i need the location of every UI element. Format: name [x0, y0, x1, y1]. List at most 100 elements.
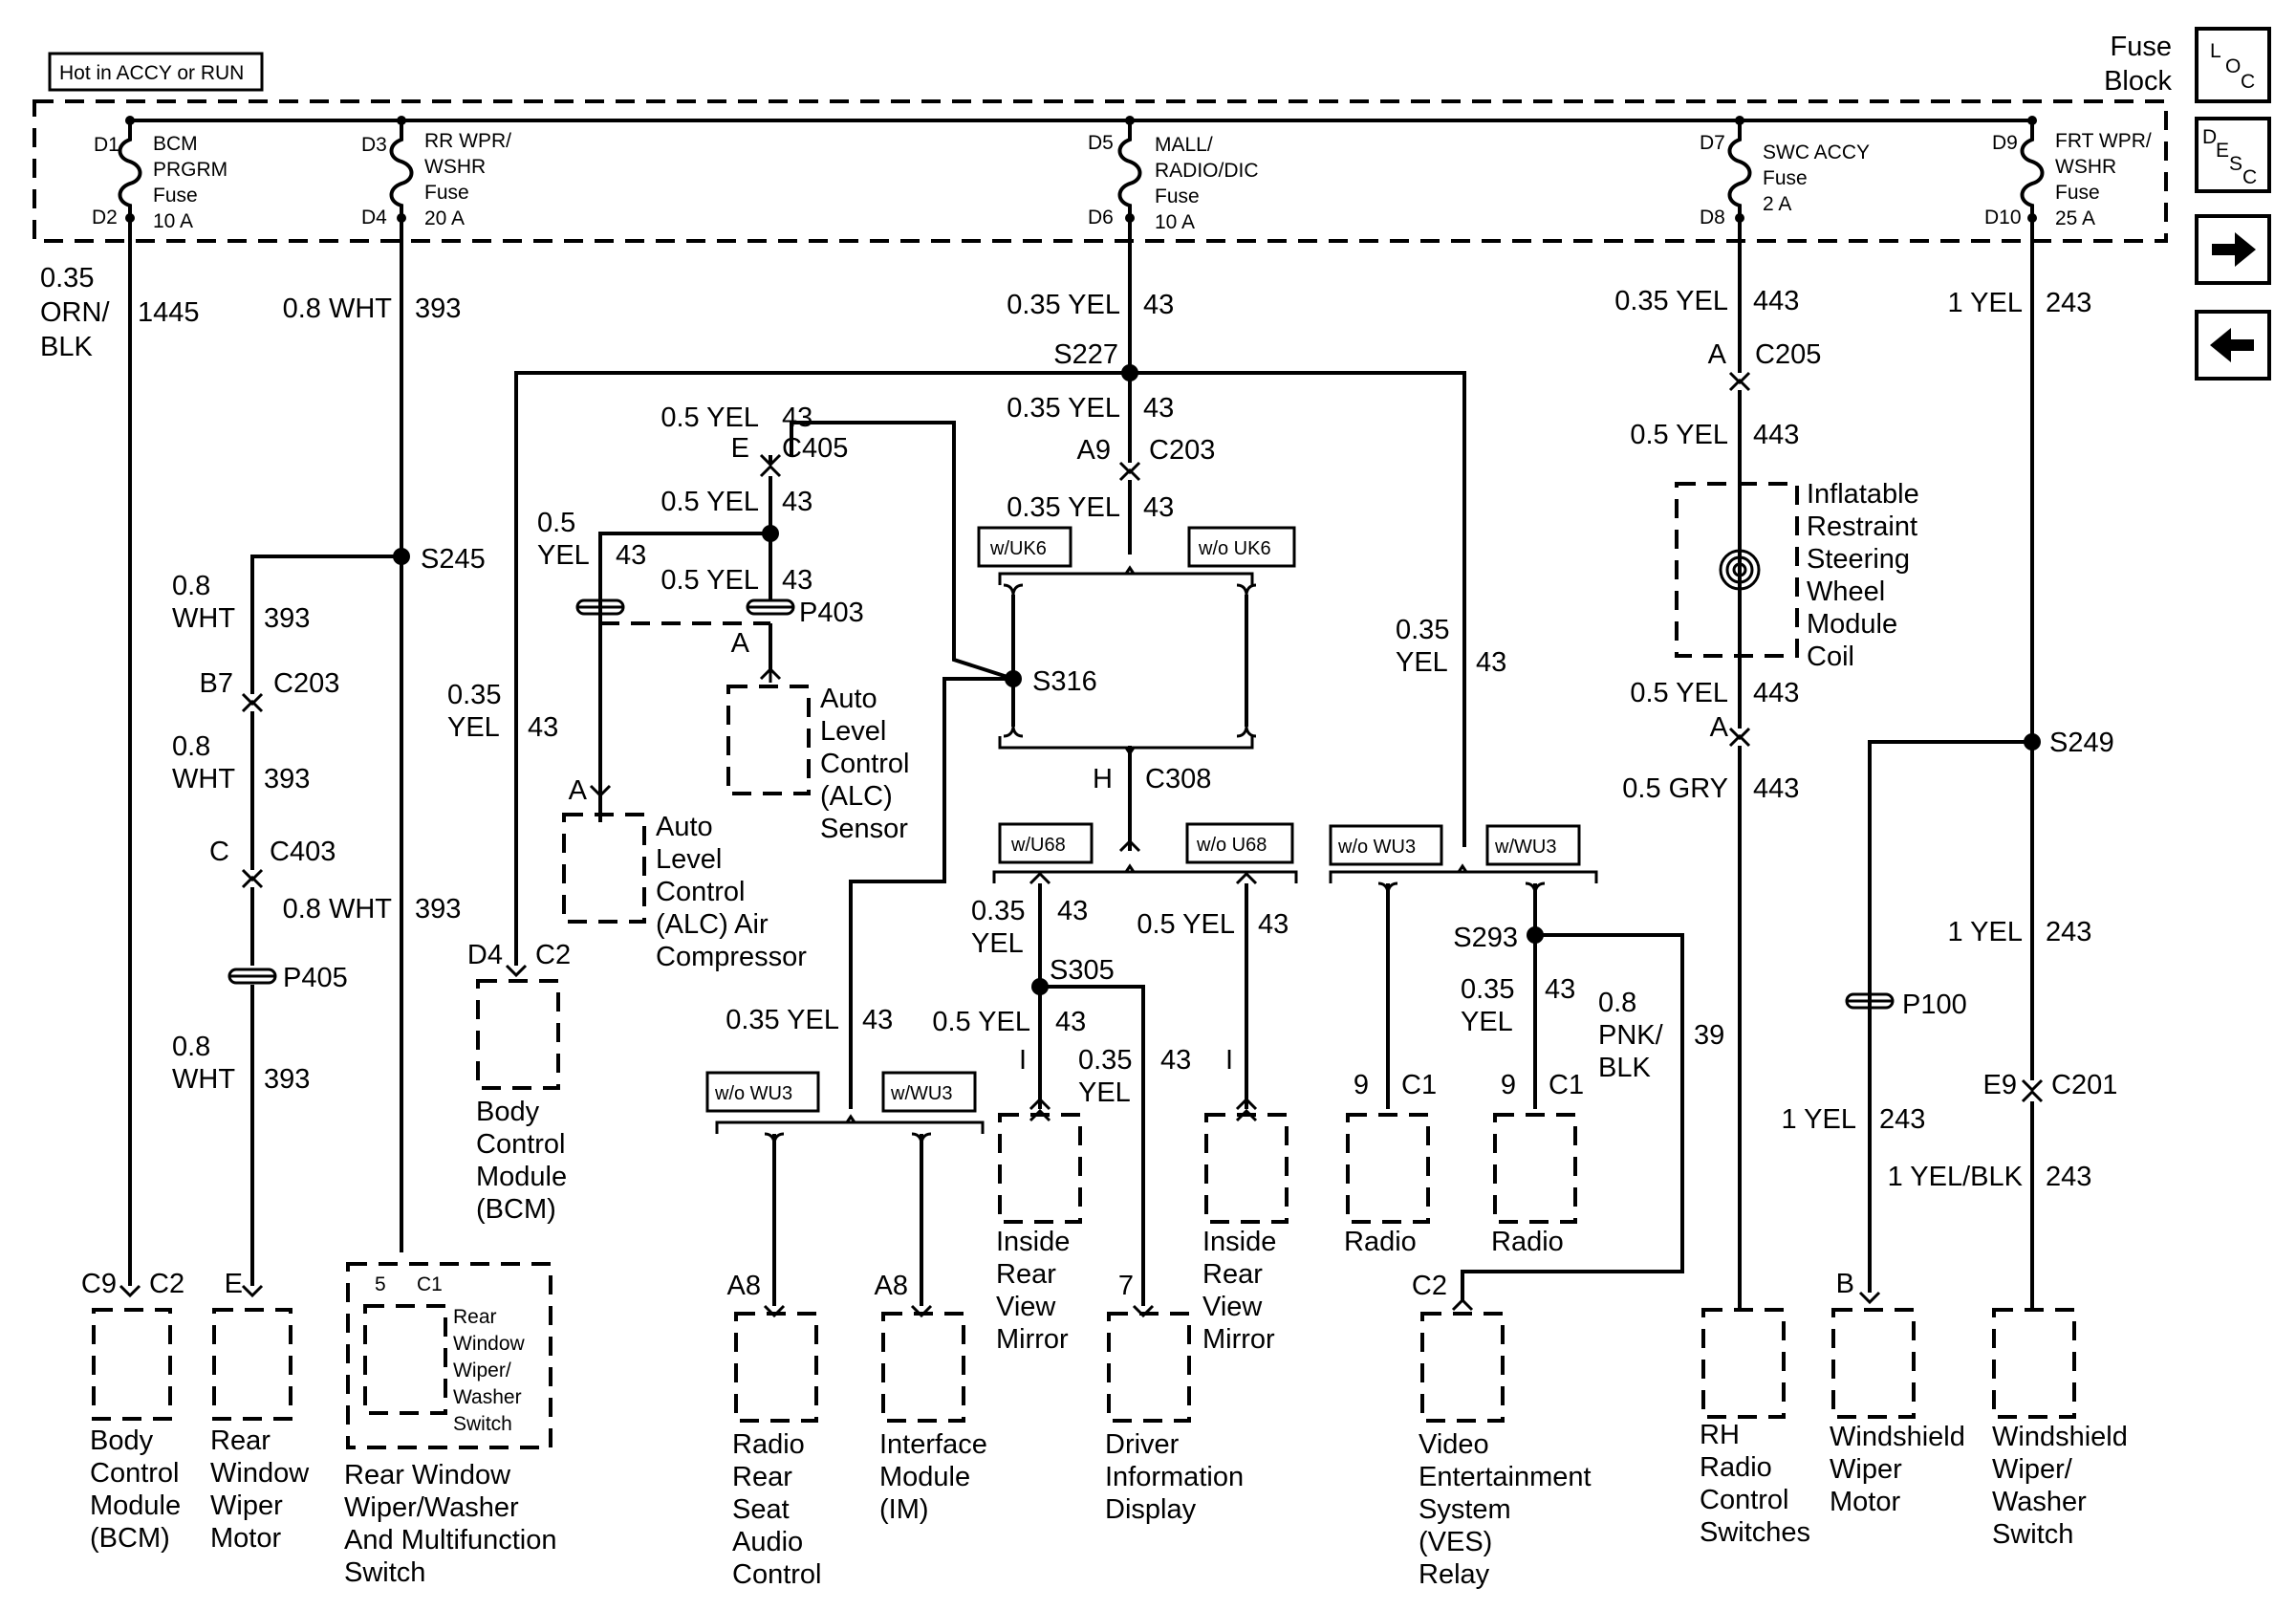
wire-label: BLK — [1598, 1053, 1651, 1083]
component-label: Switch — [344, 1557, 425, 1588]
fuse-label: MALL/ — [1155, 134, 1213, 156]
connector-label: P405 — [283, 963, 348, 993]
connector-label: C203 — [273, 668, 339, 699]
wire-label: 0.35 — [447, 680, 501, 710]
connector-label: C9 — [81, 1269, 117, 1299]
component-label: Radio — [1344, 1227, 1417, 1257]
wire-label: YEL — [1461, 1007, 1513, 1037]
wire-labels: 0.35 ORN/ BLK 1445 0.8 WHT 393 0.35 YEL … — [40, 263, 2091, 1192]
component-label: Window — [210, 1458, 310, 1489]
wire-label: 0.35 YEL — [1614, 286, 1728, 316]
component-label: Washer — [1992, 1487, 2087, 1517]
component-label: (IM) — [879, 1494, 929, 1525]
wire-label: 393 — [415, 294, 461, 324]
component-label: Control — [1700, 1485, 1789, 1515]
wire-label: WHT — [172, 1064, 235, 1095]
component-label: Motor — [1830, 1487, 1900, 1517]
wire-label: YEL — [1396, 647, 1448, 678]
component-label: Rear — [210, 1425, 271, 1456]
right-arrow-icon — [2212, 232, 2256, 267]
fuse-label: FRT WPR/ — [2055, 130, 2152, 152]
wire-label: 443 — [1753, 773, 1799, 804]
connector-label: A — [569, 775, 588, 806]
connector-label: E — [225, 1269, 243, 1299]
component-label: (BCM) — [90, 1523, 170, 1554]
component-label: Coil — [1807, 642, 1854, 672]
component-label: Body — [90, 1425, 154, 1456]
wire-label: 43 — [1057, 896, 1088, 926]
component-label: Module — [476, 1162, 567, 1192]
component-label: Windshield — [1992, 1422, 2128, 1452]
connector-label: C201 — [2051, 1070, 2117, 1100]
option-label: w/o UK6 — [1198, 538, 1271, 559]
component-label: View — [996, 1292, 1056, 1322]
component-label: Inside — [996, 1227, 1070, 1257]
connector-labels: S227 S245 S316 S305 S293 S249 E C405 A9 … — [81, 339, 2117, 1301]
hot-label: Hot in ACCY or RUN — [59, 62, 244, 84]
component-label: Control — [476, 1129, 566, 1160]
fuse-frt-wpr-wshr: D9 D10 FRT WPR/ WSHR Fuse 25 A — [1984, 116, 2152, 229]
connector-label: C403 — [270, 837, 336, 867]
connector-label: C2 — [1412, 1271, 1447, 1301]
wire-label: 1445 — [138, 297, 200, 328]
connector-label: E9 — [1983, 1070, 2017, 1100]
connector-label: 5 — [375, 1273, 386, 1295]
connector-label: I — [1019, 1045, 1027, 1076]
component-label: Switch — [1992, 1519, 2073, 1550]
next-page-button[interactable] — [2195, 214, 2271, 285]
wire-label: 43 — [1258, 909, 1289, 940]
component-label: Display — [1105, 1494, 1197, 1525]
wire-label: 443 — [1753, 420, 1799, 450]
fuse-label: 10 A — [1155, 211, 1195, 233]
component-label: Level — [656, 844, 722, 875]
prev-page-button[interactable] — [2195, 310, 2271, 381]
wire-label: 0.5 GRY — [1622, 773, 1728, 804]
fuse-label: Fuse — [153, 185, 198, 207]
component-label: Video — [1419, 1429, 1489, 1460]
wire-label: 0.8 WHT — [283, 894, 393, 925]
component-label: Control — [90, 1458, 180, 1489]
loc-button[interactable]: L O C — [2195, 27, 2271, 103]
wire-label: YEL — [447, 712, 500, 743]
wire-label: BLK — [40, 332, 93, 362]
wire-label: 243 — [1879, 1104, 1925, 1135]
component-label: Relay — [1419, 1559, 1490, 1590]
desc-button-letter-d: D — [2202, 126, 2217, 148]
component-label: Wheel — [1807, 577, 1885, 607]
component-label: Inside — [1202, 1227, 1276, 1257]
wire-label: 0.5 YEL — [1630, 678, 1728, 708]
wire-label: 0.35 YEL — [1007, 393, 1120, 424]
component-label: (VES) — [1419, 1527, 1492, 1557]
connector-label: A — [1710, 712, 1729, 743]
component-label: (BCM) — [476, 1194, 556, 1225]
left-arrow-icon — [2210, 328, 2254, 362]
wire-label: 43 — [782, 402, 812, 433]
connector-label: C405 — [782, 433, 848, 464]
wire-label: 443 — [1753, 678, 1799, 708]
wire-label: 0.5 YEL — [932, 1007, 1030, 1037]
connector-label: C1 — [417, 1273, 443, 1295]
desc-button[interactable]: D E S C — [2195, 117, 2271, 193]
splice-label: S305 — [1050, 955, 1115, 986]
component-label: Rear — [732, 1462, 792, 1492]
component-label: Inflatable — [1807, 479, 1919, 510]
wire-label: 393 — [264, 1064, 310, 1095]
connector-label: A — [731, 628, 750, 659]
desc-button-letter-s: S — [2229, 153, 2242, 175]
splice-label: S249 — [2049, 728, 2114, 758]
connector-label: I — [1225, 1045, 1233, 1076]
connector-label: 9 — [1501, 1070, 1516, 1100]
splice-label: S227 — [1053, 339, 1118, 370]
wire-label: 43 — [616, 540, 646, 571]
component-label: Compressor — [656, 942, 807, 972]
component-label: Rear — [996, 1259, 1056, 1290]
option-brackets — [715, 565, 1598, 1134]
component-label: Wiper — [210, 1490, 283, 1521]
loc-button-letter-l: L — [2210, 40, 2221, 62]
component-label: Driver — [1105, 1429, 1180, 1460]
splice-label: S316 — [1032, 666, 1097, 697]
component-label: Steering — [1807, 544, 1910, 575]
connector-label: D4 — [467, 940, 503, 970]
connector-label: C — [209, 837, 229, 867]
fuse-pin-top: D5 — [1088, 132, 1114, 154]
